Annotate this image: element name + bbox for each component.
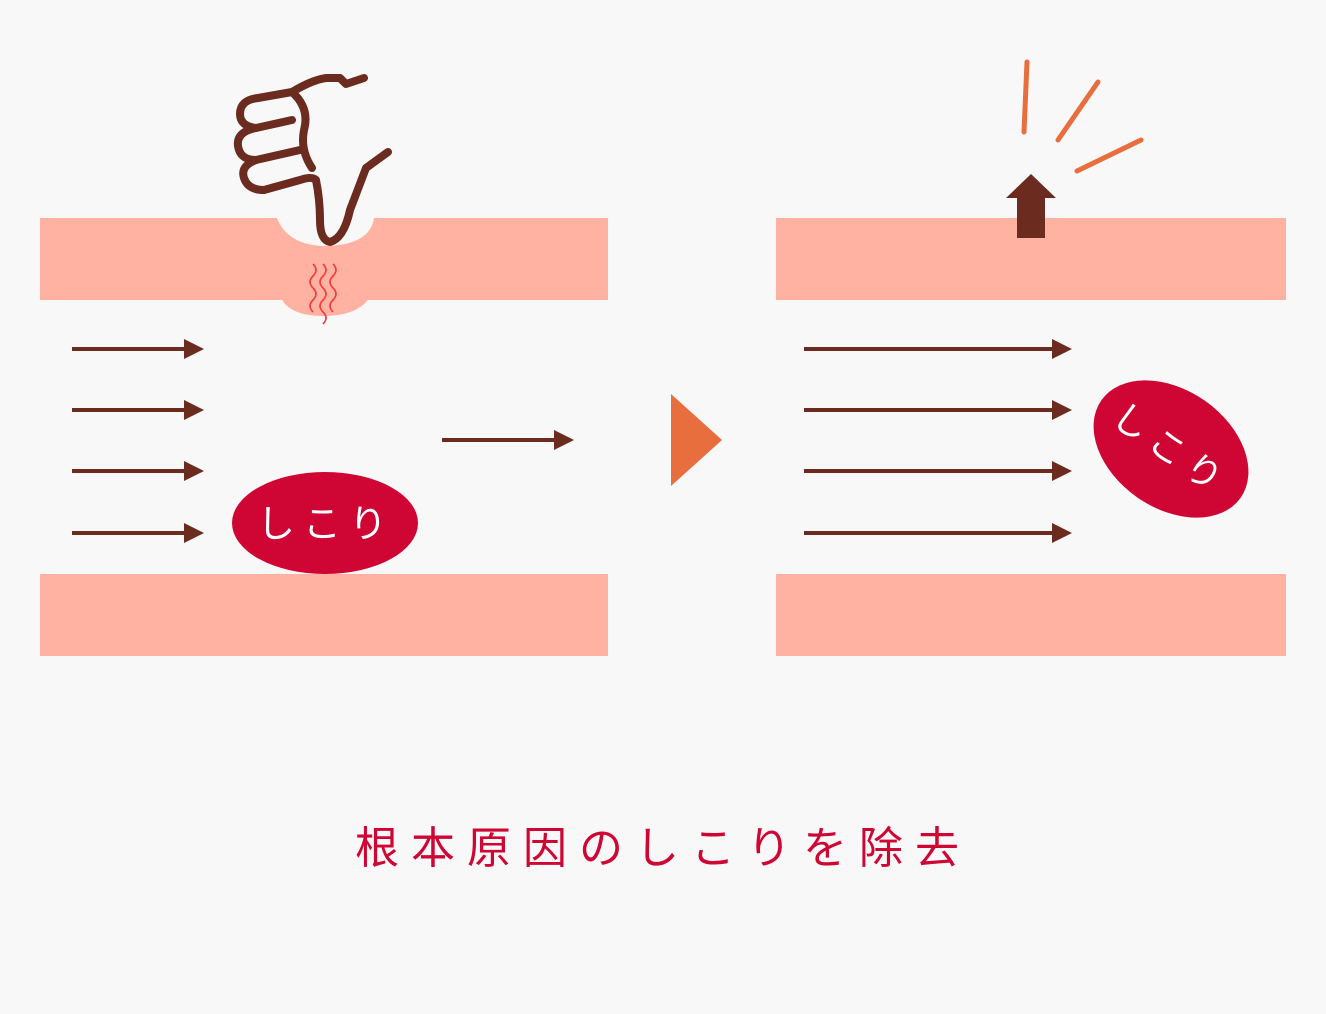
- upper-muscle-band-left: [40, 218, 608, 316]
- pressing-finger-icon: [233, 74, 392, 246]
- pain-wave-icon: [309, 263, 337, 325]
- after-panel: しこり: [776, 59, 1286, 656]
- lump-label-left: しこり: [257, 502, 395, 546]
- lower-muscle-band-left: [40, 574, 608, 656]
- diagram-caption: 根本原因のしこりを除去: [355, 823, 971, 874]
- up-arrow-icon: [1006, 174, 1056, 238]
- lump-right: [1093, 380, 1249, 518]
- triangle-right-icon: [671, 394, 722, 486]
- before-panel: しこり: [40, 74, 608, 656]
- lower-muscle-band-right: [776, 574, 1286, 656]
- sparkle-burst-icon: [1021, 59, 1144, 174]
- lump-left: [232, 472, 418, 574]
- flow-arrows-free: [804, 339, 1072, 543]
- flow-arrows-blocked: [72, 339, 574, 543]
